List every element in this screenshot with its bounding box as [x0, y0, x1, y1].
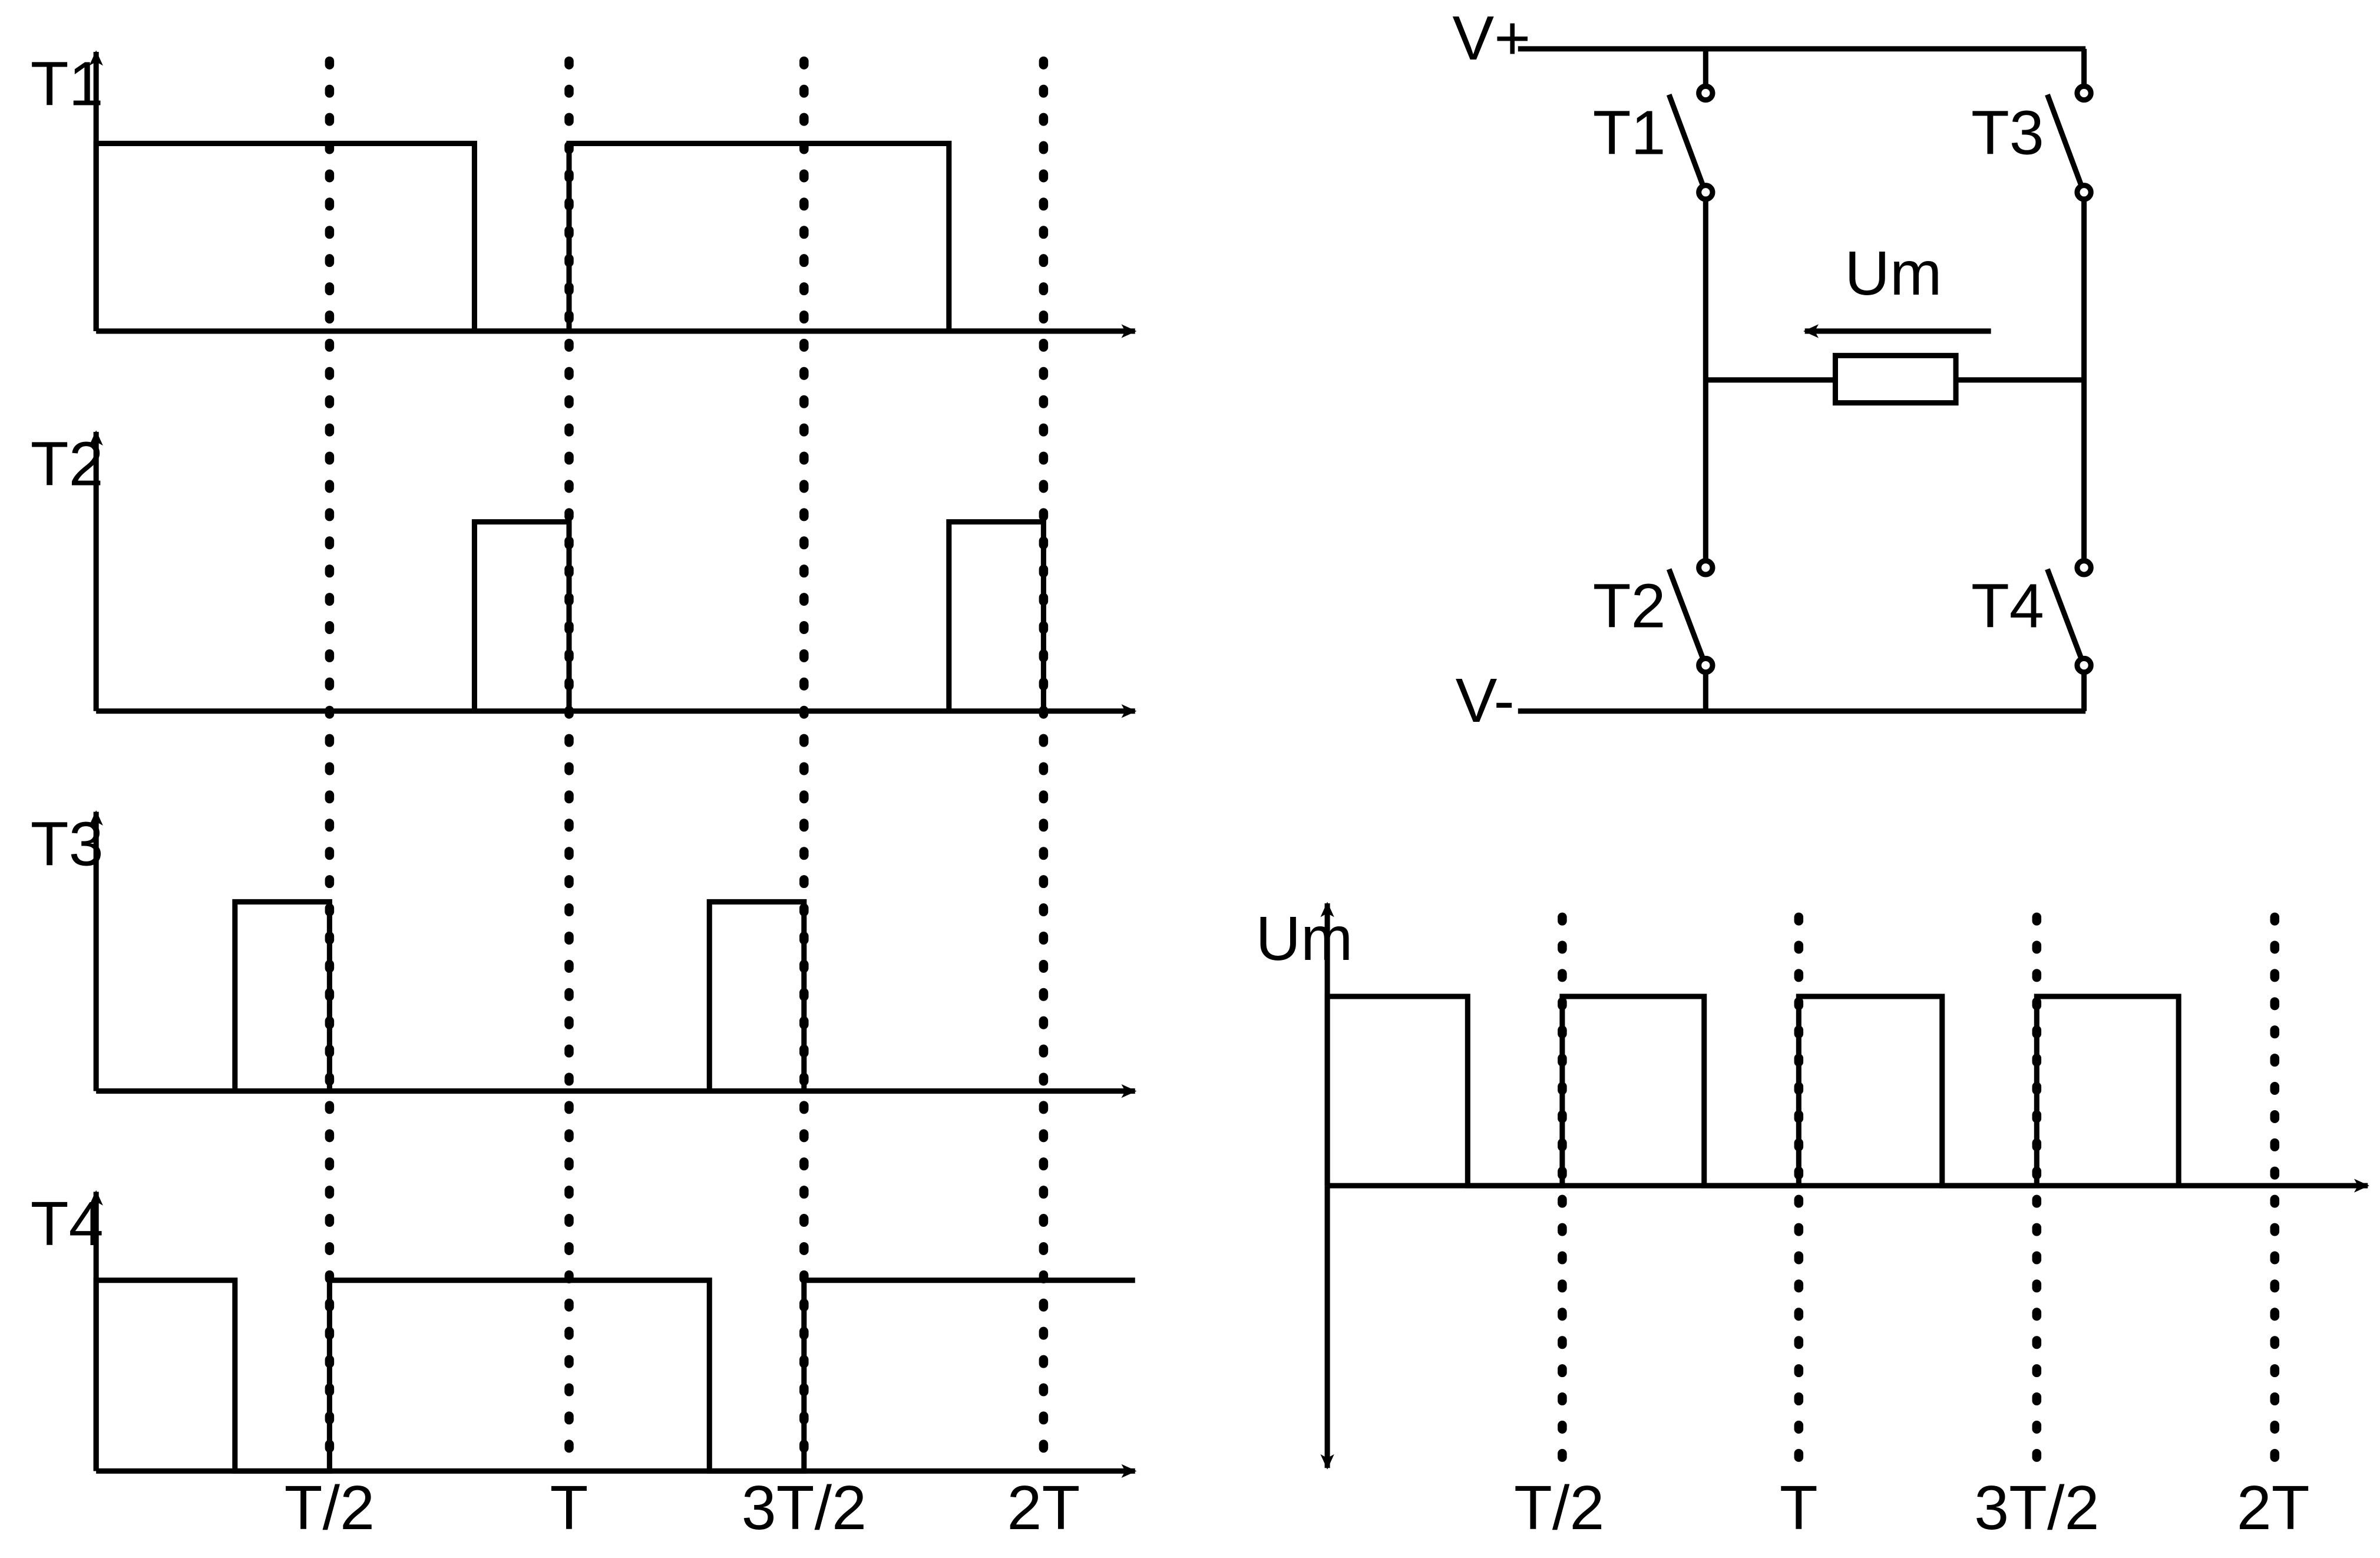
t2-waveform-2	[946, 519, 1046, 711]
timing-plots: T1 T2 T3 T4	[31, 49, 1137, 1543]
switch-contact	[2074, 558, 2094, 577]
timing-tick-label: 3T/2	[742, 1473, 867, 1543]
t1-waveform	[93, 140, 1044, 334]
output-voltage-plot: Um T/2 T 3T/2 2T	[1255, 902, 2369, 1543]
switch-contact	[2074, 655, 2094, 675]
supply-negative-label: V-	[1456, 666, 1515, 735]
t2-waveform	[471, 519, 572, 711]
um-waveform	[1324, 993, 2181, 1189]
um-tick-label: 3T/2	[1974, 1473, 2099, 1543]
switch-blade	[2045, 93, 2084, 186]
h-bridge-circuit: V+ V- T1 T3 T2	[1452, 4, 2094, 735]
timing-plot-t2: T2	[31, 430, 1137, 718]
switch-contact	[1696, 83, 1715, 103]
timing-plot-t3: T3	[31, 809, 1137, 1098]
timing-tick-label: 2T	[1007, 1473, 1080, 1543]
t4-waveform	[93, 1278, 1135, 1474]
switch-contact	[2074, 183, 2094, 202]
um-tick-label: 2T	[2237, 1473, 2310, 1543]
timing-tick-label: T/2	[285, 1473, 375, 1543]
um-label: Um	[1844, 239, 1942, 308]
switch-t1-label: T1	[1593, 98, 1666, 168]
um-axis-label: Um	[1255, 904, 1353, 973]
supply-positive-label: V+	[1452, 4, 1531, 73]
switch-blade	[1666, 568, 1705, 659]
t3-waveform-2	[706, 899, 807, 1091]
um-tick-label: T/2	[1514, 1473, 1604, 1543]
switch-blade	[2045, 568, 2084, 659]
t1-signal-label: T1	[31, 49, 104, 119]
switch-t2: T2	[1593, 558, 1715, 675]
t4-signal-label: T4	[31, 1189, 104, 1259]
switch-contact	[1696, 558, 1715, 577]
switch-blade	[1666, 93, 1705, 186]
switch-contact	[2074, 83, 2094, 103]
um-tick-label: T	[1780, 1473, 1818, 1543]
switch-contact	[1696, 655, 1715, 675]
t2-signal-label: T2	[31, 430, 104, 499]
t3-waveform	[232, 899, 332, 1091]
switch-t2-label: T2	[1593, 571, 1666, 641]
switch-t1: T1	[1593, 83, 1715, 202]
timing-plot-t1: T1	[31, 49, 1137, 338]
timing-plot-t4: T4	[31, 1189, 1137, 1478]
switch-t3: T3	[1971, 83, 2094, 202]
switch-t4-label: T4	[1971, 571, 2044, 641]
t3-signal-label: T3	[31, 809, 104, 879]
switch-t3-label: T3	[1971, 98, 2044, 168]
switch-t4: T4	[1971, 558, 2094, 675]
load-resistor	[1832, 352, 1959, 406]
timing-tick-label: T	[550, 1473, 589, 1543]
switch-contact	[1696, 183, 1715, 202]
